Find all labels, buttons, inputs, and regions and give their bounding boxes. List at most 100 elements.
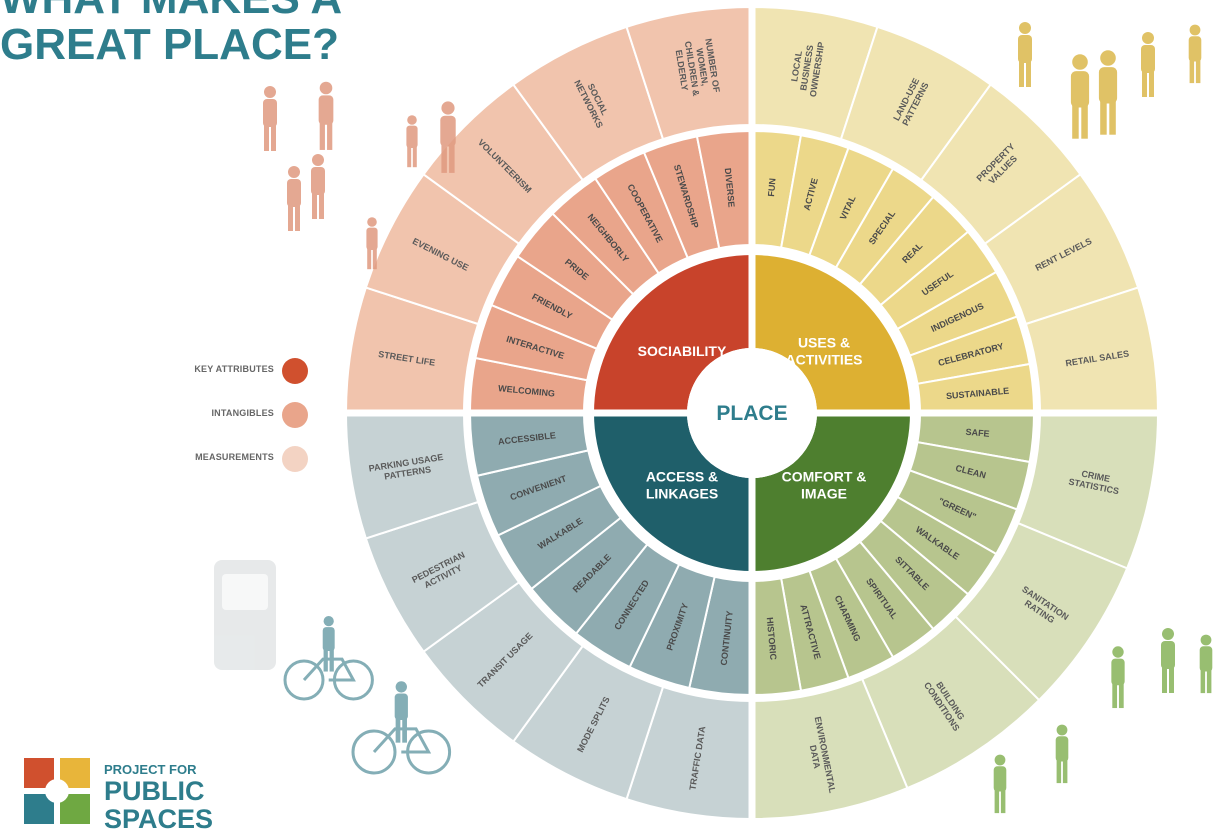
person-head <box>1056 724 1068 736</box>
pps-logo: PROJECT FOR PUBLIC SPACES <box>24 758 224 838</box>
legend-label: MEASUREMENTS <box>195 452 274 462</box>
key-attribute-comfort: COMFORT &IMAGE <box>782 469 867 502</box>
people-sitting-illustration <box>263 81 456 270</box>
person-head <box>264 86 276 98</box>
person-head <box>1189 24 1201 36</box>
person-leg <box>1142 71 1147 97</box>
person-leg <box>402 718 407 743</box>
legend-label: KEY ATTRIBUTES <box>194 364 274 374</box>
person-body <box>1161 641 1175 669</box>
person-head <box>323 615 334 627</box>
page-title: WHAT MAKES A GREAT PLACE? <box>0 0 342 68</box>
person-leg <box>327 122 333 150</box>
people-lounging-illustration <box>993 628 1213 814</box>
person-head <box>1162 628 1174 640</box>
key-attribute-label: USES & <box>798 335 850 351</box>
person-leg <box>412 146 417 168</box>
person-leg <box>994 789 1000 814</box>
person-leg <box>295 205 300 231</box>
person-body <box>318 95 334 125</box>
person-body <box>1070 71 1090 108</box>
intangible-label-text: FUN <box>766 178 778 197</box>
key-attribute-segment <box>594 255 752 413</box>
title-line-1: WHAT MAKES A <box>0 0 342 22</box>
key-attribute-sociability: SOCIABILITY <box>638 343 727 359</box>
person-body <box>287 179 301 207</box>
legend-swatch <box>282 446 308 472</box>
key-attribute-segment <box>752 413 910 571</box>
person-head <box>1142 32 1154 44</box>
intangible-label: HISTORIC <box>765 617 779 661</box>
person-body <box>406 125 418 148</box>
person-head <box>395 681 407 693</box>
legend-item-key-attributes: KEY ATTRIBUTES <box>150 358 320 384</box>
person-leg <box>395 718 401 743</box>
key-attribute-uses: USES &ACTIVITIES <box>785 335 862 368</box>
quadrant-access <box>344 412 753 821</box>
person-body <box>263 99 277 127</box>
key-attribute-label: IMAGE <box>801 486 847 502</box>
person-leg <box>319 122 325 150</box>
person-body <box>993 766 1007 792</box>
people-walking-illustration <box>1018 22 1202 139</box>
person-body <box>1055 736 1069 762</box>
person-body <box>1111 658 1125 686</box>
person-leg <box>1118 683 1124 709</box>
person-leg <box>1056 759 1062 784</box>
logo-line-3: SPACES <box>104 804 214 834</box>
title-line-2: GREAT PLACE? <box>0 20 339 69</box>
place-circle <box>687 348 817 478</box>
person-body <box>311 167 325 195</box>
person-leg <box>367 248 372 270</box>
logo-center-circle <box>45 779 69 803</box>
person-leg <box>1081 104 1088 139</box>
logo-line-2: PUBLIC <box>104 776 205 806</box>
legend-item-measurements: MEASUREMENTS <box>150 446 320 472</box>
person-head <box>288 166 300 178</box>
person-head <box>407 115 417 125</box>
legend-item-intangibles: INTANGIBLES <box>150 402 320 428</box>
bus-cyclists-illustration <box>214 560 452 775</box>
person-body <box>440 115 456 147</box>
person-head <box>1019 22 1031 34</box>
person-head <box>1072 54 1088 70</box>
intangible-label-text: HISTORIC <box>765 617 779 661</box>
key-attribute-segment <box>594 413 752 571</box>
person-head <box>1200 634 1212 646</box>
person-head <box>994 754 1006 766</box>
person-leg <box>1169 667 1174 693</box>
legend-swatch <box>282 402 308 428</box>
measurement-label-text: DATA <box>808 744 823 770</box>
person-body <box>394 693 408 720</box>
bicycle-wheel <box>351 729 397 775</box>
person-body <box>1098 67 1118 104</box>
person-leg <box>323 649 328 672</box>
person-head <box>319 81 333 95</box>
person-leg <box>1162 667 1167 693</box>
legend-label: INTANGIBLES <box>211 408 274 418</box>
bicycle-frame <box>372 727 432 754</box>
key-attribute-label: SOCIABILITY <box>638 343 727 359</box>
legend-swatch <box>282 358 308 384</box>
place-label: PLACE <box>716 402 787 425</box>
person-body <box>322 627 335 652</box>
person-body <box>1188 36 1202 62</box>
person-head <box>1100 50 1116 66</box>
bus-window <box>222 574 268 610</box>
person-leg <box>407 146 412 168</box>
person-leg <box>1112 683 1118 709</box>
person-leg <box>1206 669 1212 694</box>
person-body <box>1141 45 1155 73</box>
quadrant-comfort <box>751 412 1160 821</box>
person-leg <box>372 248 377 270</box>
person-head <box>312 154 324 166</box>
person-leg <box>1200 669 1206 694</box>
person-leg <box>1072 104 1079 139</box>
key-attribute-segment <box>752 255 910 413</box>
person-leg <box>1062 759 1068 784</box>
key-attribute-label: COMFORT & <box>782 469 867 485</box>
key-attribute-access: ACCESS &LINKAGES <box>646 469 718 502</box>
key-attribute-label: ACCESS & <box>646 469 718 485</box>
person-leg <box>264 125 269 151</box>
person-body <box>1018 35 1032 63</box>
